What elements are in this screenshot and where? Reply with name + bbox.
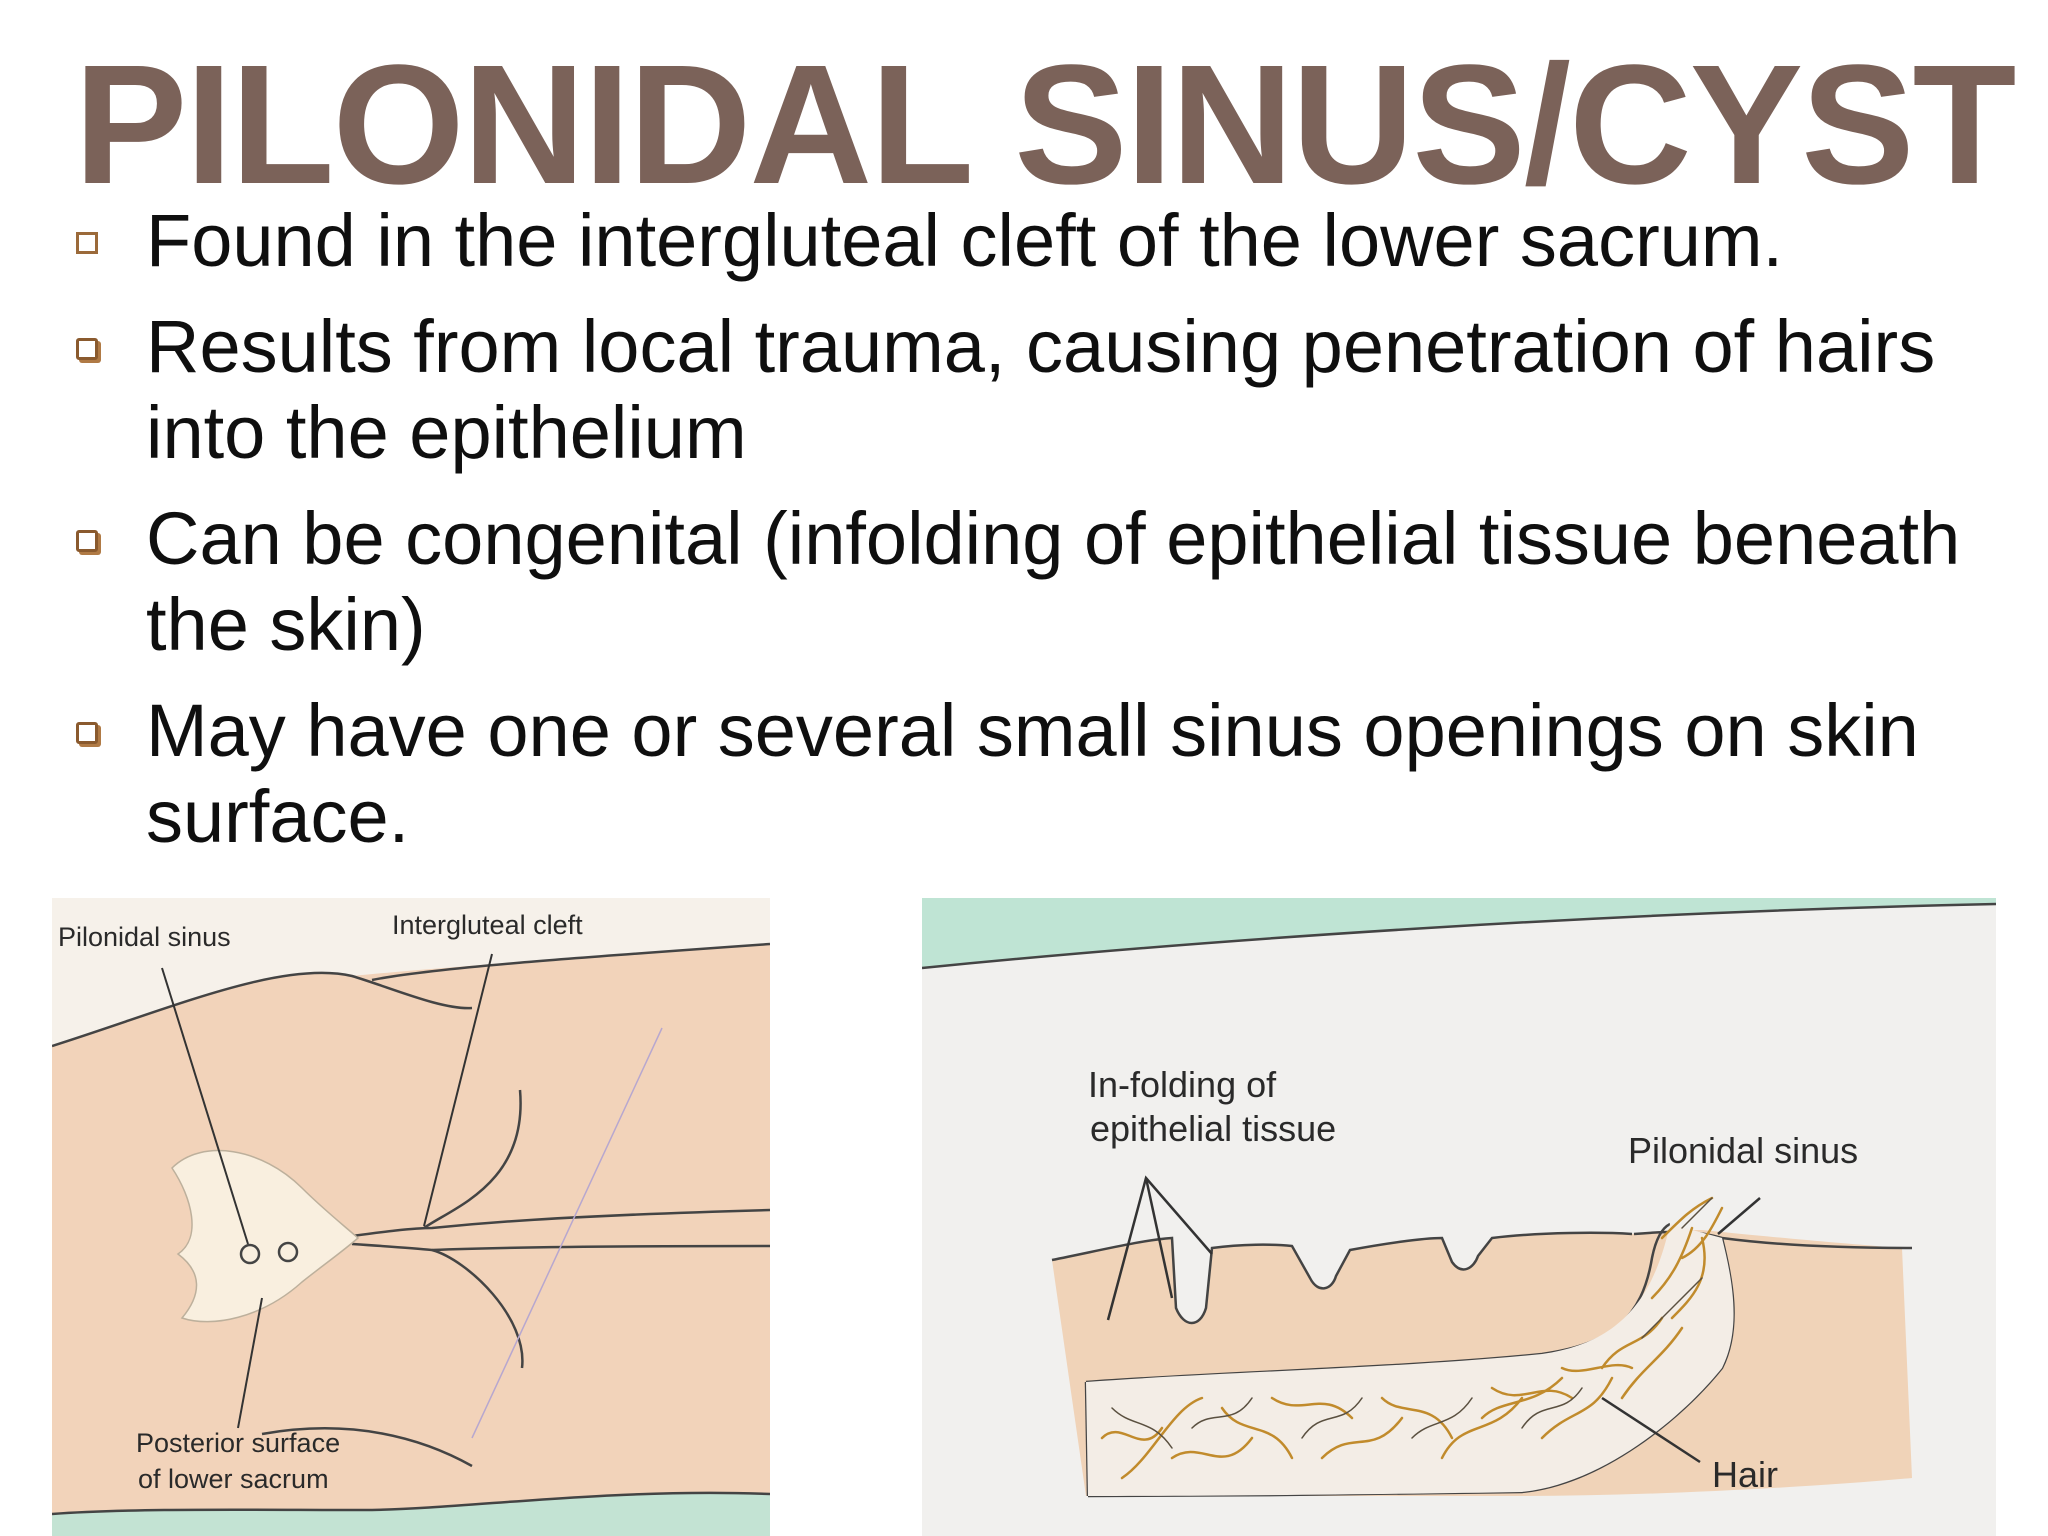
bullet-item: Results from local trauma, causing penet…: [70, 304, 2030, 476]
bullet-item: Can be congenital (infolding of epitheli…: [70, 496, 2030, 668]
bullet-text: Results from local trauma, causing penet…: [146, 305, 1936, 474]
bullet-text: Found in the intergluteal cleft of the l…: [146, 199, 1784, 282]
sacrum-illustration-drawing: [52, 898, 770, 1536]
cross-section-illustration: In-folding of epithelial tissue Pilonida…: [922, 898, 1996, 1536]
label-pilonidal-sinus: Pilonidal sinus: [58, 922, 231, 952]
shadow-square-bullet-icon: [76, 338, 98, 360]
label-hair: Hair: [1712, 1454, 1779, 1495]
bullet-list: Found in the intergluteal cleft of the l…: [70, 198, 2030, 880]
slide-title: PILONIDAL SINUS/CYST: [74, 30, 2016, 220]
label-infolding-line1: In-folding of: [1088, 1064, 1277, 1105]
label-posterior-surface-line2: of lower sacrum: [138, 1464, 329, 1494]
shadow-square-bullet-icon: [76, 530, 98, 552]
hollow-square-bullet-icon: [76, 232, 98, 254]
bullet-item: May have one or several small sinus open…: [70, 688, 2030, 860]
cross-section-drawing: [922, 898, 1996, 1536]
sacrum-illustration: Pilonidal sinus Intergluteal cleft Poste…: [52, 898, 770, 1536]
bullet-text: Can be congenital (infolding of epitheli…: [146, 497, 1961, 666]
label-infolding-line2: epithelial tissue: [1090, 1108, 1337, 1149]
shadow-square-bullet-icon: [76, 722, 98, 744]
bullet-item: Found in the intergluteal cleft of the l…: [70, 198, 2030, 284]
label-pilonidal-sinus: Pilonidal sinus: [1628, 1130, 1859, 1171]
label-posterior-surface-line1: Posterior surface: [136, 1428, 341, 1458]
label-intergluteal-cleft: Intergluteal cleft: [392, 910, 583, 940]
bullet-text: May have one or several small sinus open…: [146, 689, 1919, 858]
